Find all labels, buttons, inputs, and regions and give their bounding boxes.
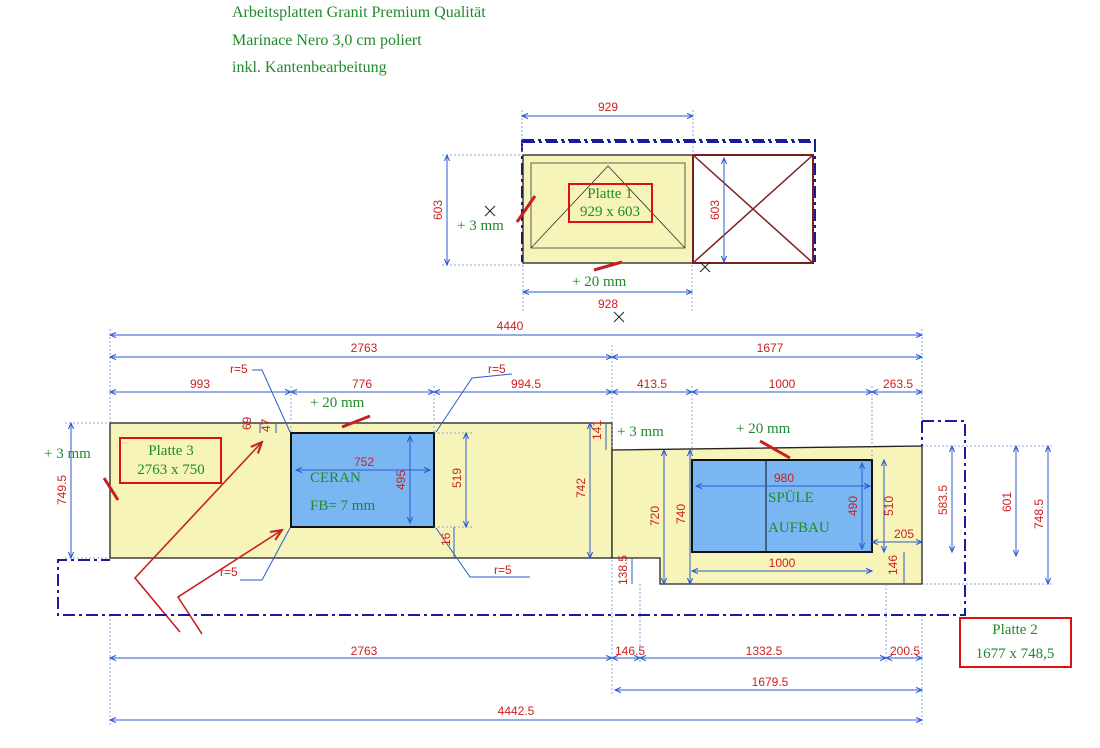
dim-p3-69: 69: [240, 416, 254, 430]
radius-leader-2: [435, 373, 513, 433]
sink-label-2: AUFBAU: [768, 520, 830, 536]
radius-label-3: r=5: [220, 565, 238, 579]
dim-p2-1000b-label: 1000: [769, 556, 796, 570]
overall-outline-dash: [57, 420, 966, 616]
dim-ceran-519-label: 519: [450, 468, 464, 488]
platte-2-label-box: [959, 617, 1072, 668]
platte-3-label-box: [119, 437, 222, 484]
void-cross-2: [692, 154, 814, 264]
dim-p3-seg3-label: 994.5: [511, 377, 541, 391]
dim-p2-601-label: 601: [1000, 492, 1014, 512]
platte-1-fold: [530, 165, 686, 249]
radius-leader-4: [435, 527, 530, 578]
p3-note-left: + 3 mm: [44, 446, 91, 462]
p1-x-markers: [484, 205, 711, 323]
ceran-fb-label: FB= 7 mm: [310, 498, 375, 514]
platte-3-group: CERAN FB= 7 mm Platte 3 2763 x 750 2763 …: [44, 341, 612, 658]
dim-p3-seg2-label: 776: [352, 377, 372, 391]
dim-p2-720-label: 720: [648, 506, 662, 526]
platte-3-title: Platte 3: [148, 443, 193, 459]
sink-label-1: SPÜLE: [768, 489, 814, 506]
ceran-label: CERAN: [310, 470, 361, 486]
dim-p3-16: 16: [439, 532, 453, 546]
dim-p2-510-label: 510: [882, 496, 896, 516]
p1-hatch-left: [515, 195, 537, 223]
sink-basin: [765, 459, 873, 553]
header-line-1: Arbeitsplatten Granit Premium Qualität: [232, 4, 486, 21]
dim-p2-205-label: 205: [894, 527, 914, 541]
dim-p2-seg3-label: 263.5: [883, 377, 913, 391]
platte-1-group: Platte 1 929 x 603 929 603 603 928 + 3 m…: [431, 100, 816, 323]
platte-2-group: SPÜLE AUFBAU 1677 413.5 1000 263.5 141 7…: [57, 341, 1072, 696]
radius-label-4: r=5: [494, 563, 512, 577]
dim-p2-top-total-label: 1677: [757, 341, 784, 355]
p2-hatch-top: [759, 439, 791, 460]
platte-2-title: Platte 2: [992, 622, 1037, 638]
dim-p2-bot2-label: 1332.5: [746, 644, 783, 658]
p2-note-top: + 20 mm: [736, 421, 791, 437]
platte-1-void: [692, 154, 814, 264]
platte-1-label-box: [568, 183, 653, 223]
sink-cutout: [691, 459, 873, 553]
dim-p2-740-label: 740: [674, 504, 688, 524]
dim-sink-490-label: 490: [846, 496, 860, 516]
dim-p2-583-label: 583.5: [936, 485, 950, 515]
dim-p3-top-total-label: 2763: [351, 341, 378, 355]
platte-2-size: 1677 x 748,5: [976, 646, 1055, 662]
platte-3-size: 2763 x 750: [137, 462, 205, 478]
dim-p2-seg1-label: 413.5: [637, 377, 667, 391]
platte-1-outline-dash: [521, 139, 816, 143]
p3-hatch-top: [341, 414, 371, 429]
red-arrow-2: [176, 530, 282, 635]
platte-1-size: 929 x 603: [580, 204, 640, 220]
dim-overall-top-label: 4440: [497, 319, 524, 333]
platte-1-title: Platte 1: [587, 186, 632, 202]
dim-p1-top-label: 929: [598, 100, 618, 114]
dim-p1-bottom-label: 928: [598, 297, 618, 311]
dim-p3-749-label: 749.5: [55, 475, 69, 505]
radius-leader-1: [252, 369, 291, 433]
dim-p3-47: 47: [259, 418, 273, 432]
dim-p3-bottom-label: 2763: [351, 644, 378, 658]
dim-p2-748-label: 748.5: [1032, 499, 1046, 529]
dim-overall-bottom-label: 4442.5: [498, 704, 535, 718]
dim-p1-left-label: 603: [431, 200, 445, 220]
radius-leader-3: [240, 527, 291, 581]
radius-label-1: r=5: [230, 362, 248, 376]
header-line-2: Marinace Nero 3,0 cm poliert: [232, 32, 422, 49]
header-line-3: inkl. Kantenbearbeitung: [232, 59, 387, 76]
dim-p2-146: 146: [886, 555, 900, 575]
p2-note-top-left: + 3 mm: [617, 424, 664, 440]
p1-note-bottom: + 20 mm: [572, 274, 627, 290]
dim-p1-right-label: 603: [708, 200, 722, 220]
dim-p2-seg2-label: 1000: [769, 377, 796, 391]
overall-dims: 4440 4442.5: [110, 319, 922, 726]
dim-p2-bottom-total-label: 1679.5: [752, 675, 789, 689]
dim-ceran-width-label: 752: [354, 455, 374, 469]
dim-p3-seg1-label: 993: [190, 377, 210, 391]
dim-sink-980-label: 980: [774, 471, 794, 485]
dim-p2-141: 141: [590, 420, 604, 440]
radius-label-2: r=5: [488, 362, 506, 376]
platte-1-slab: [522, 154, 694, 264]
p3-hatch-left: [102, 477, 120, 501]
dim-p2-138: 138.5: [616, 555, 630, 585]
p1-hatch-bottom: [593, 260, 623, 272]
dim-p3-742-label: 742: [574, 478, 588, 498]
dim-p2-bot3-label: 200.5: [890, 644, 920, 658]
dim-p2-bot1-label: 146.5: [615, 644, 645, 658]
dim-ceran-495-label: 495: [394, 470, 408, 490]
p1-note-left: + 3 mm: [457, 218, 504, 234]
p3-note-top: + 20 mm: [310, 395, 365, 411]
